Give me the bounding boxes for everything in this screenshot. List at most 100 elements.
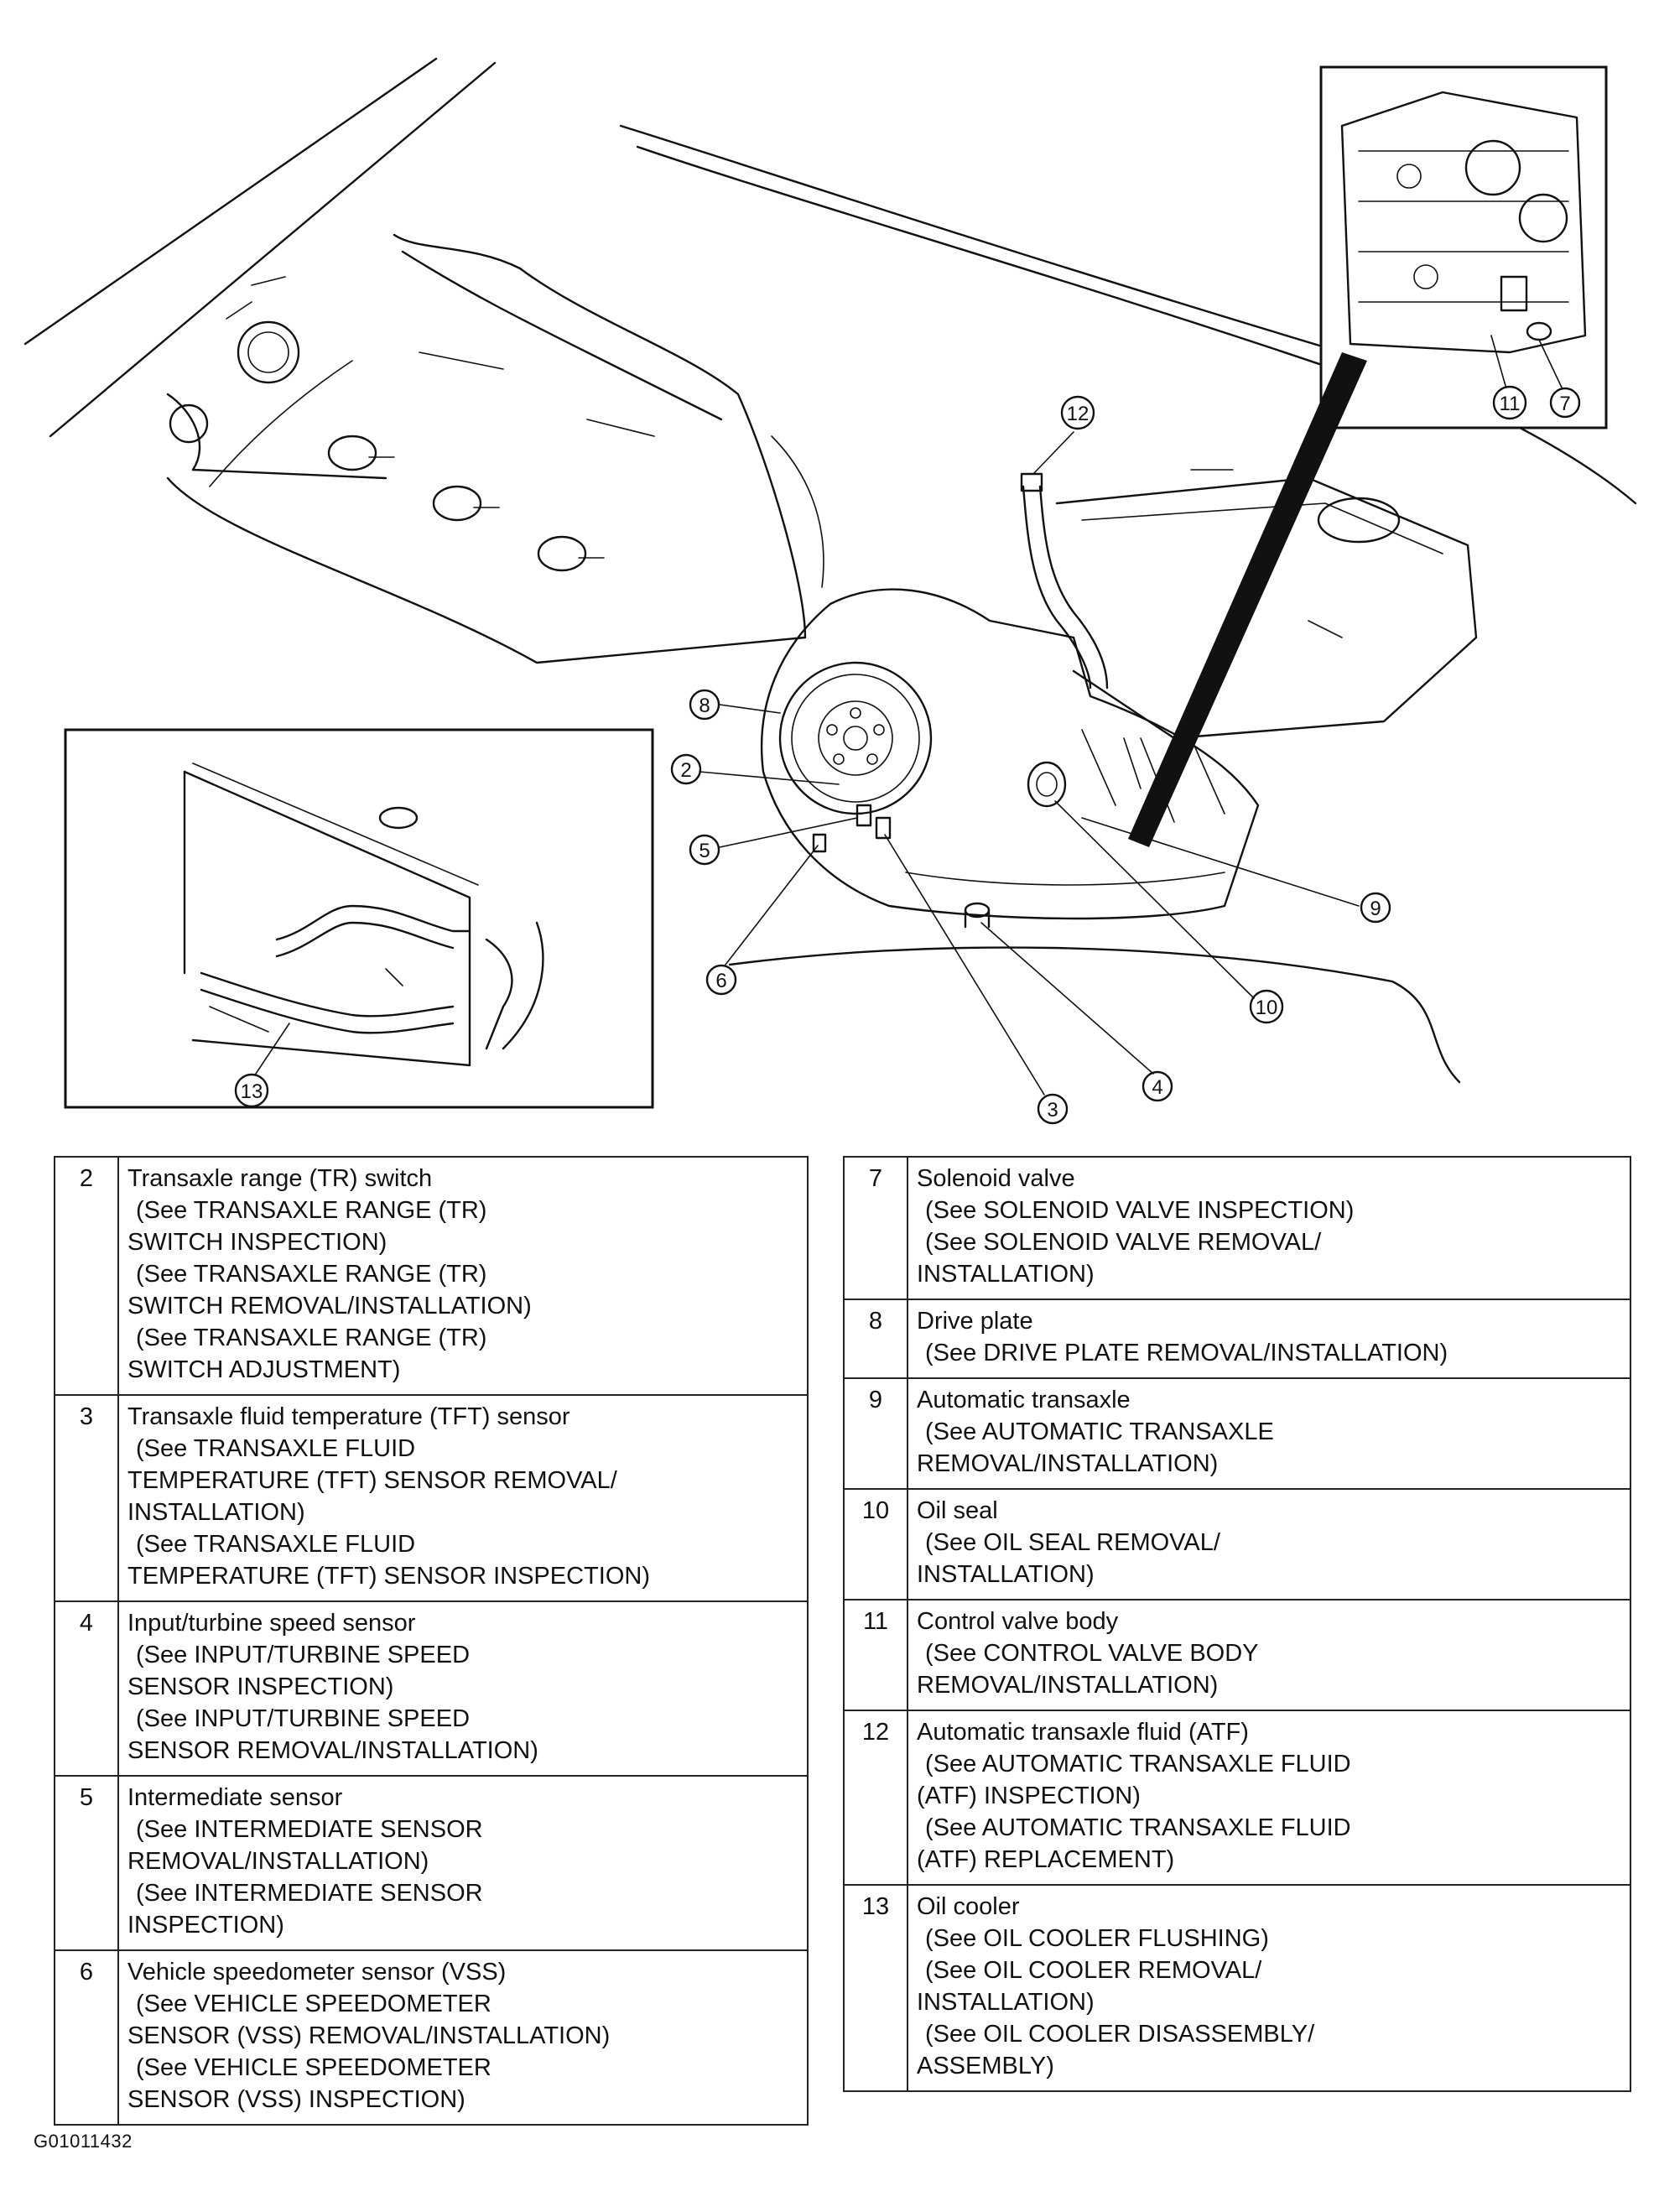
reference-line: (ATF) REPLACEMENT): [917, 1846, 1175, 1873]
part-name: Intermediate sensor: [127, 1784, 343, 1811]
part-description: Intermediate sensor (See INTERMEDIATE SE…: [117, 1775, 809, 1951]
drive-plate: [778, 661, 933, 815]
reference-line: REMOVAL/INSTALLATION): [917, 1672, 1219, 1699]
reference-line: INSTALLATION): [917, 1261, 1095, 1288]
svg-text:6: 6: [715, 970, 726, 992]
reference-line: (See INTERMEDIATE SENSOR: [136, 1816, 483, 1843]
reference-line: REMOVAL/INSTALLATION): [917, 1450, 1219, 1477]
svg-text:13: 13: [241, 1080, 263, 1103]
part-number: 8: [843, 1299, 908, 1379]
part-description: Control valve body (See CONTROL VALVE BO…: [907, 1599, 1631, 1711]
reference-line: (See OIL COOLER REMOVAL/: [925, 1957, 1262, 1984]
part-name: Transaxle range (TR) switch: [127, 1165, 433, 1192]
engine-head-cover: [166, 233, 824, 664]
svg-text:4: 4: [1152, 1076, 1162, 1099]
reference-line: SENSOR (VSS) INSPECTION): [127, 2086, 465, 2113]
callout-7: 7: [1549, 387, 1581, 419]
svg-text:11: 11: [1500, 393, 1521, 415]
transaxle-body: [760, 469, 1478, 920]
diagram-svg: 2 3 4 5 6 7 8 9: [23, 57, 1637, 1125]
part-number: 11: [843, 1599, 908, 1711]
part-name: Vehicle speedometer sensor (VSS): [127, 1959, 507, 1986]
part-name: Oil cooler: [917, 1893, 1020, 1920]
reference-line: (See AUTOMATIC TRANSAXLE: [925, 1418, 1274, 1445]
part-description: Drive plate (See DRIVE PLATE REMOVAL/INS…: [907, 1299, 1631, 1379]
part-name: Transaxle fluid temperature (TFT) sensor: [127, 1403, 570, 1430]
callout-4: 4: [1142, 1070, 1173, 1102]
part-number: 10: [843, 1488, 908, 1600]
reference-line: (ATF) INSPECTION): [917, 1783, 1141, 1809]
part-number: 9: [843, 1377, 908, 1490]
reference-line: SENSOR (VSS) REMOVAL/INSTALLATION): [127, 2022, 611, 2049]
svg-text:12: 12: [1067, 403, 1090, 425]
part-name: Control valve body: [917, 1608, 1119, 1635]
vehicle-body-outline: [23, 57, 1637, 1084]
transaxle-diagram: 2 3 4 5 6 7 8 9: [23, 57, 1637, 1125]
reference-line: (See AUTOMATIC TRANSAXLE FLUID: [925, 1751, 1351, 1777]
svg-text:9: 9: [1370, 898, 1381, 920]
reference-line: (See INPUT/TURBINE SPEED: [136, 1705, 471, 1732]
reference-line: (See OIL SEAL REMOVAL/: [925, 1529, 1220, 1556]
part-number: 4: [54, 1600, 119, 1777]
reference-line: (See OIL COOLER FLUSHING): [925, 1925, 1269, 1952]
reference-line: (See INPUT/TURBINE SPEED: [136, 1642, 471, 1668]
valve-body-leader: [1128, 352, 1367, 847]
reference-line: (See INTERMEDIATE SENSOR: [136, 1880, 483, 1907]
callout-9: 9: [1360, 892, 1391, 924]
reference-line: INSPECTION): [127, 1912, 284, 1939]
svg-text:7: 7: [1559, 393, 1570, 415]
reference-line: (See DRIVE PLATE REMOVAL/INSTALLATION): [925, 1340, 1448, 1366]
callout-2: 2: [670, 753, 702, 785]
part-number: 13: [843, 1884, 908, 2092]
part-name: Solenoid valve: [917, 1165, 1075, 1192]
part-description: Input/turbine speed sensor (See INPUT/TU…: [117, 1600, 809, 1777]
part-description: Solenoid valve (See SOLENOID VALVE INSPE…: [907, 1156, 1631, 1300]
figure-code: G01011432: [34, 2131, 133, 2152]
atf-dipstick-tube: [1020, 472, 1109, 690]
part-number: 2: [54, 1156, 119, 1396]
part-number: 7: [843, 1156, 908, 1300]
callout-5: 5: [689, 834, 720, 866]
part-description: Transaxle fluid temperature (TFT) sensor…: [117, 1394, 809, 1602]
part-number: 3: [54, 1394, 119, 1602]
part-number: 6: [54, 1949, 119, 2126]
part-description: Automatic transaxle (See AUTOMATIC TRANS…: [907, 1377, 1631, 1490]
reference-line: (See TRANSAXLE FLUID: [136, 1531, 416, 1558]
reference-line: (See VEHICLE SPEEDOMETER: [136, 2054, 491, 2081]
part-description: Oil cooler (See OIL COOLER FLUSHING) (Se…: [907, 1884, 1631, 2092]
part-number: 5: [54, 1775, 119, 1951]
reference-line: (See AUTOMATIC TRANSAXLE FLUID: [925, 1814, 1351, 1841]
part-description: Automatic transaxle fluid (ATF) (See AUT…: [907, 1710, 1631, 1886]
part-name: Input/turbine speed sensor: [127, 1610, 416, 1637]
reference-line: (See VEHICLE SPEEDOMETER: [136, 1991, 491, 2017]
svg-text:2: 2: [680, 759, 691, 782]
svg-text:8: 8: [699, 695, 710, 717]
reference-line: REMOVAL/INSTALLATION): [127, 1848, 429, 1875]
callout-leaders: [255, 335, 1563, 1096]
reference-line: ASSEMBLY): [917, 2053, 1054, 2079]
part-description: Vehicle speedometer sensor (VSS) (See VE…: [117, 1949, 809, 2126]
svg-text:10: 10: [1256, 997, 1278, 1019]
reference-line: SWITCH INSPECTION): [127, 1229, 387, 1256]
reference-line: (See TRANSAXLE FLUID: [136, 1435, 416, 1462]
reference-line: SENSOR INSPECTION): [127, 1673, 394, 1700]
callout-6: 6: [705, 964, 737, 996]
reference-line: INSTALLATION): [917, 1561, 1095, 1588]
callout-10: 10: [1249, 989, 1284, 1024]
reference-line: TEMPERATURE (TFT) SENSOR INSPECTION): [127, 1563, 650, 1590]
part-name: Automatic transaxle: [917, 1387, 1131, 1413]
part-description: Transaxle range (TR) switch (See TRANSAX…: [117, 1156, 809, 1396]
reference-line: TEMPERATURE (TFT) SENSOR REMOVAL/: [127, 1467, 617, 1494]
reference-line: SWITCH ADJUSTMENT): [127, 1356, 401, 1383]
callout-11: 11: [1492, 385, 1527, 420]
small-components: [812, 761, 1067, 929]
